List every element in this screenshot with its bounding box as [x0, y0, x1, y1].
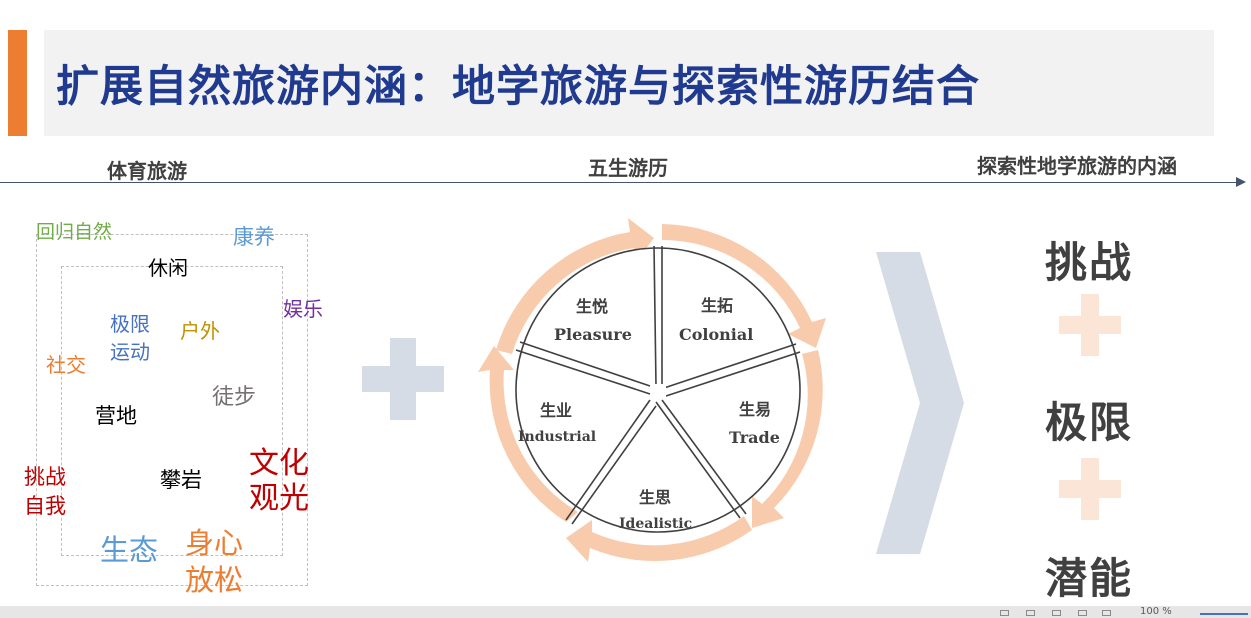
- word-return-nature: 回归自然: [36, 221, 113, 243]
- normal-view-icon[interactable]: [1000, 610, 1009, 616]
- zoom-slider[interactable]: [1200, 613, 1248, 615]
- word-challenge-self-2: 自我: [24, 494, 66, 518]
- cycle-arrow-3: [752, 350, 823, 528]
- slide-title: 扩展自然旅游内涵：地学旅游与探索性游历结合: [56, 62, 980, 112]
- word-culture: 文化: [249, 446, 309, 481]
- plus-icon-vertical: [390, 338, 416, 420]
- divider-left-2: [519, 341, 651, 387]
- title-background: [44, 30, 1214, 136]
- cycle-label-colonial-en: Colonial: [679, 325, 754, 344]
- cycle-label-industrial-cn: 生业: [540, 401, 573, 420]
- word-ecology: 生态: [100, 533, 159, 567]
- five-life-cycle-diagram: [478, 218, 826, 562]
- divider-top-1: [653, 245, 657, 387]
- right-word-potential: 潜能: [1045, 554, 1134, 603]
- cycle-label-trade-cn: 生易: [739, 400, 772, 419]
- timeline-line: [0, 182, 1236, 183]
- divider-bottomleft-1: [565, 399, 651, 521]
- cycle-label-pleasure-en: Pleasure: [554, 325, 632, 344]
- word-hiking: 徒步: [212, 385, 257, 410]
- word-challenge-self-1: 挑战: [24, 465, 66, 489]
- word-sports: 运动: [110, 340, 150, 364]
- small-plus-2-vertical: [1081, 458, 1099, 520]
- word-sightseeing: 观光: [249, 481, 309, 516]
- right-word-extreme: 极限: [1045, 398, 1134, 447]
- slide-sorter-icon[interactable]: [1026, 610, 1035, 616]
- cycle-label-pleasure-cn: 生悦: [576, 297, 609, 316]
- divider-right-1: [663, 343, 797, 389]
- word-outdoor: 户外: [180, 319, 220, 343]
- chevron-right-icon: [876, 252, 964, 554]
- word-body-mind: 身心: [185, 526, 244, 560]
- reading-view-icon[interactable]: [1052, 610, 1061, 616]
- slideshow-icon[interactable]: [1102, 610, 1111, 616]
- word-wellness: 康养: [233, 225, 275, 249]
- small-plus-1-vertical: [1081, 294, 1099, 356]
- divider-bottomleft-2: [571, 405, 657, 525]
- divider-right-2: [665, 351, 801, 397]
- status-bar: [0, 606, 1251, 618]
- cycle-arrow-1: [496, 218, 654, 354]
- cycle-label-colonial-cn: 生拓: [701, 296, 734, 315]
- cycle-arrow-5: [478, 346, 578, 522]
- header-exploratory-geotourism: 探索性地学旅游的内涵: [977, 154, 1177, 178]
- cycle-label-trade-en: Trade: [729, 428, 780, 447]
- divider-bottomright-1: [661, 399, 747, 515]
- cycle-arrow-4: [566, 516, 752, 562]
- word-social: 社交: [46, 353, 86, 377]
- word-climbing: 攀岩: [160, 468, 202, 492]
- cycle-label-industrial-en: Industrial: [518, 429, 597, 445]
- word-cloud-outer-border: [36, 234, 308, 586]
- word-relax: 放松: [185, 563, 244, 597]
- word-extreme: 极限: [110, 312, 150, 336]
- timeline-arrowhead-icon: [1236, 177, 1246, 187]
- cycle-label-idealistic-cn: 生思: [639, 488, 672, 507]
- word-cloud-inner-border: [61, 266, 283, 556]
- notes-view-icon[interactable]: [1078, 610, 1087, 616]
- word-entertainment: 娱乐: [283, 297, 323, 321]
- zoom-level[interactable]: 100 %: [1140, 606, 1172, 617]
- word-camp: 营地: [95, 404, 137, 428]
- header-sports-tourism: 体育旅游: [107, 159, 187, 183]
- cycle-arrow-2: [662, 224, 826, 348]
- word-leisure: 休闲: [148, 256, 188, 280]
- divider-left-1: [515, 349, 651, 395]
- right-word-challenge: 挑战: [1045, 238, 1134, 287]
- header-five-life-travel: 五生游历: [588, 156, 668, 180]
- cycle-label-idealistic-en: Idealistic: [619, 516, 693, 532]
- divider-bottomright-2: [655, 401, 741, 519]
- title-accent-bar: [8, 30, 27, 136]
